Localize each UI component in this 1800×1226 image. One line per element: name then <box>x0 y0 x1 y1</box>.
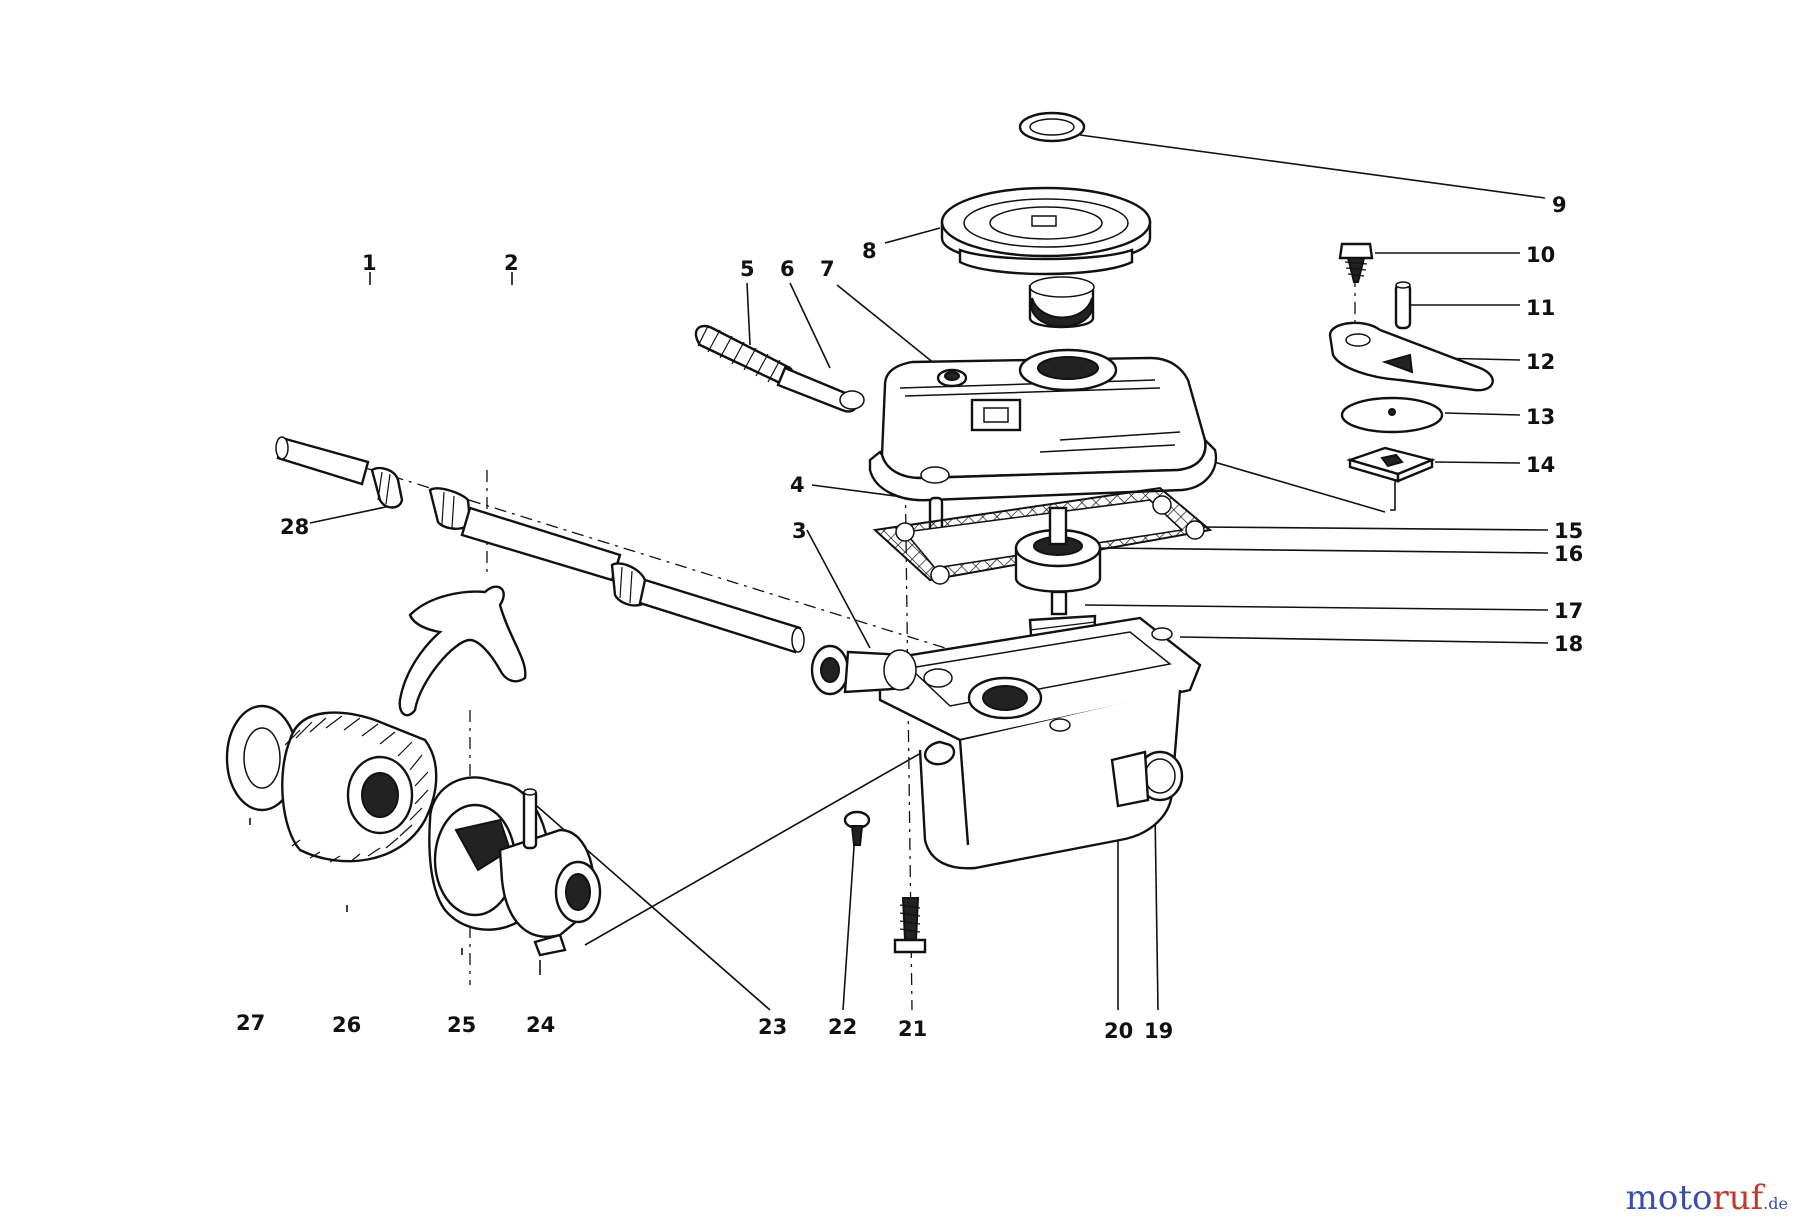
part-8-pulley <box>940 186 1152 329</box>
callout-23: 23 <box>758 1015 787 1039</box>
leader-13 <box>1444 412 1521 416</box>
part-24-clutch-dog <box>498 788 602 957</box>
callout-28: 28 <box>280 515 309 539</box>
part-12-lever <box>1328 321 1494 392</box>
callout-25: 25 <box>447 1013 476 1037</box>
callout-2: 2 <box>504 251 519 275</box>
callout-20: 20 <box>1104 1019 1133 1043</box>
callout-16: 16 <box>1554 542 1583 566</box>
callout-3: 3 <box>792 519 807 543</box>
callout-15: 15 <box>1554 519 1583 543</box>
callout-24: 24 <box>526 1013 555 1037</box>
leader-3 <box>806 529 871 649</box>
leader-6 <box>789 282 831 369</box>
leader-22 <box>842 831 856 1011</box>
callout-19: 19 <box>1144 1019 1173 1043</box>
callout-17: 17 <box>1554 599 1583 623</box>
leader-15 <box>1199 526 1549 531</box>
leader-9 <box>1079 134 1546 199</box>
leader-24-housing <box>584 744 936 946</box>
part-9-retaining-ring <box>1018 111 1086 143</box>
callout-21: 21 <box>898 1017 927 1041</box>
watermark-part2: ruf <box>1712 1178 1764 1218</box>
part-26-bevel-gear <box>281 711 438 863</box>
callout-13: 13 <box>1526 405 1555 429</box>
leader-7 <box>836 284 941 369</box>
leader-14-drop <box>1390 480 1396 511</box>
part-22-screw <box>843 810 871 846</box>
callout-5: 5 <box>740 257 755 281</box>
leader-18 <box>1179 636 1549 644</box>
part-11-pin <box>1394 281 1412 330</box>
leader-5 <box>746 282 751 346</box>
leader-17 <box>1084 604 1549 611</box>
leader-19 <box>1154 809 1159 1011</box>
part-2-shift-fork <box>398 585 527 717</box>
leader-14 <box>1434 461 1521 464</box>
part-7-housing-cover <box>868 348 1218 502</box>
callout-1: 1 <box>362 251 377 275</box>
part-6-shift-shaft <box>776 366 865 413</box>
callout-12: 12 <box>1526 350 1555 374</box>
part-3-seal <box>810 644 917 696</box>
callout-6: 6 <box>780 257 795 281</box>
callout-9: 9 <box>1552 193 1567 217</box>
callout-11: 11 <box>1526 296 1555 320</box>
callout-26: 26 <box>332 1013 361 1037</box>
leader-16 <box>1099 547 1549 554</box>
leader-8 <box>884 227 941 244</box>
watermark-tld: .de <box>1763 1194 1788 1213</box>
callout-18: 18 <box>1554 632 1583 656</box>
callout-14: 14 <box>1526 453 1555 477</box>
callout-labels: 1 2 3 4 5 6 7 8 9 10 11 12 13 14 15 16 1… <box>236 193 1583 1043</box>
part-19-bushing <box>1110 750 1184 808</box>
callout-27: 27 <box>236 1011 265 1035</box>
leader-28 <box>309 504 396 524</box>
part-10-screw <box>1338 242 1374 283</box>
callout-8: 8 <box>862 239 877 263</box>
part-14-plate <box>1346 446 1436 483</box>
part-16-bearing <box>1014 506 1102 593</box>
watermark-logo: motoruf.de <box>1626 1178 1788 1218</box>
callout-10: 10 <box>1526 243 1555 267</box>
parts-artwork <box>225 111 1494 957</box>
part-28-axle-shaft <box>275 436 805 654</box>
callout-22: 22 <box>828 1015 857 1039</box>
part-5-spring <box>694 324 796 385</box>
part-18-gearbox-housing <box>878 616 1202 870</box>
callout-7: 7 <box>820 257 835 281</box>
part-13-disc <box>1340 396 1444 434</box>
watermark-part1: moto <box>1625 1178 1713 1218</box>
part-21-bolt <box>893 897 927 954</box>
callout-4: 4 <box>790 473 805 497</box>
